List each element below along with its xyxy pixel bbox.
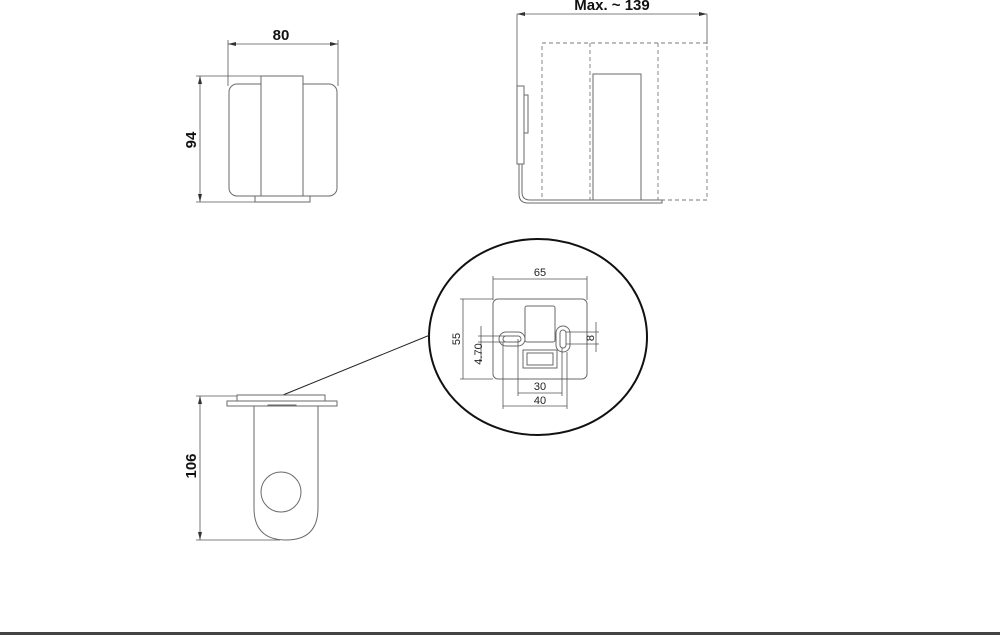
inner-spacing-label: 30 [534,381,546,393]
plate-height-label: 55 [451,333,463,345]
side-depth-label: Max. ~ 139 [574,0,649,14]
bottom-border [0,632,1000,635]
bottom-view: 106 [183,394,338,541]
front-width-label: 80 [273,27,290,44]
slot-height-label: 8 [585,335,597,341]
bottom-height-label: 106 [183,453,200,478]
front-view: 80 94 [183,27,339,203]
mounting-plate-detail: 65 55 4.70 8 30 [282,238,648,436]
side-view: Max. ~ 139 [516,0,708,204]
outer-spacing-label: 40 [534,395,546,407]
front-height-label: 94 [183,131,200,148]
plate-width-label: 65 [534,267,546,279]
slot-width-label: 4.70 [473,343,485,364]
